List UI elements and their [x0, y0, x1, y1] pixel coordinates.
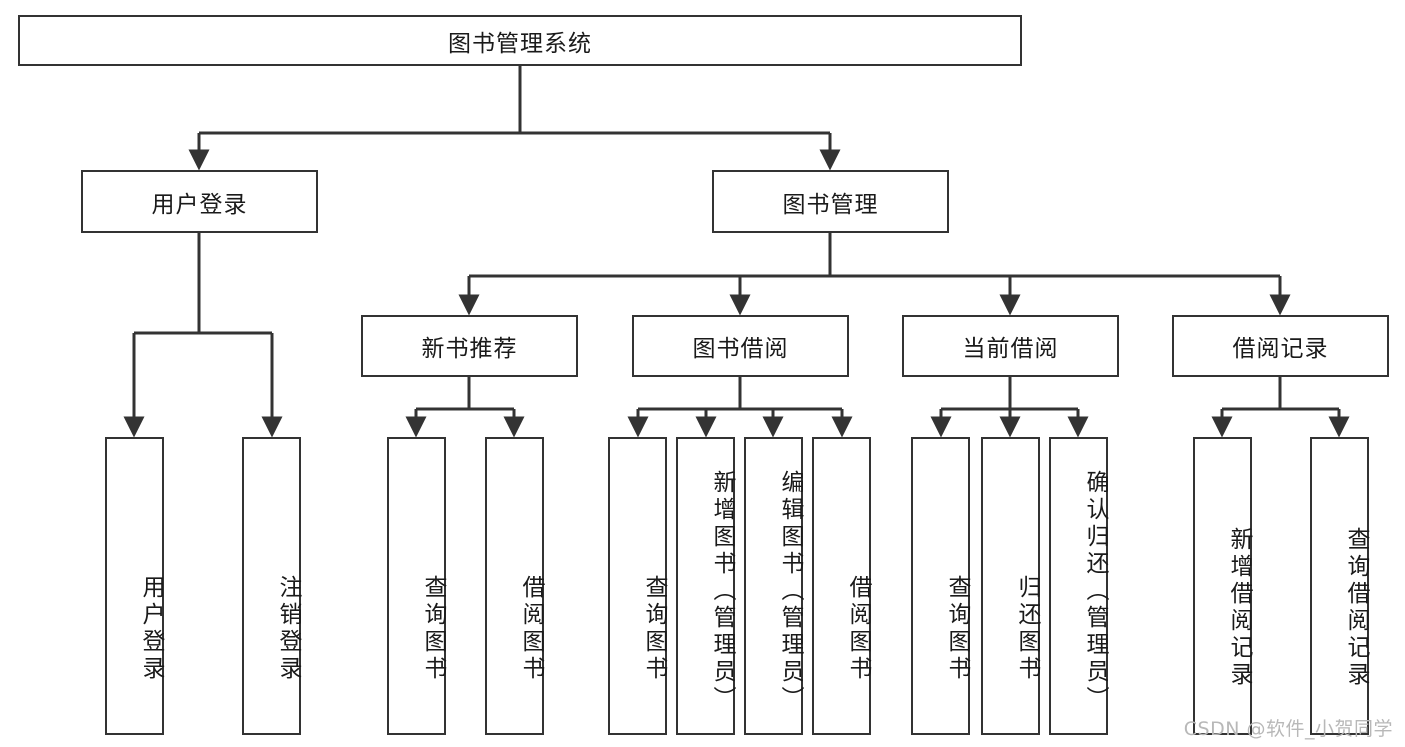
node-label: 图书管理系统 — [448, 30, 592, 57]
node-leaf-query-borrow-record[interactable]: 查询借阅记录 — [1310, 437, 1369, 735]
node-label: 查询图书 — [420, 575, 446, 683]
node-label: 查询借阅记录 — [1343, 527, 1369, 689]
node-leaf-return-book[interactable]: 归还图书 — [981, 437, 1040, 735]
node-label: 借阅图书 — [518, 575, 544, 683]
node-leaf-borrow-book-recommend[interactable]: 借阅图书 — [485, 437, 544, 735]
node-user-login[interactable]: 用户登录 — [81, 170, 318, 233]
node-label: 新增借阅记录 — [1226, 527, 1252, 689]
node-leaf-logout[interactable]: 注销登录 — [242, 437, 301, 735]
node-label: 归还图书 — [1014, 575, 1040, 683]
node-label: 用户登录 — [138, 575, 164, 683]
node-book-management[interactable]: 图书管理 — [712, 170, 949, 233]
node-label: 注销登录 — [275, 575, 301, 683]
node-root-book-management-system[interactable]: 图书管理系统 — [18, 15, 1022, 66]
node-leaf-query-book-recommend[interactable]: 查询图书 — [387, 437, 446, 735]
node-label: 借阅图书 — [845, 575, 871, 683]
node-label: 查询图书 — [641, 575, 667, 683]
node-label: 当前借阅 — [962, 336, 1059, 362]
node-leaf-add-borrow-record[interactable]: 新增借阅记录 — [1193, 437, 1252, 735]
node-label: 新增图书（管理员） — [709, 469, 735, 713]
node-leaf-user-login[interactable]: 用户登录 — [105, 437, 164, 735]
node-label: 确认归还（管理员） — [1082, 469, 1108, 713]
node-book-borrow[interactable]: 图书借阅 — [632, 315, 849, 377]
node-label: 图书借阅 — [692, 336, 789, 362]
node-leaf-query-book-current[interactable]: 查询图书 — [911, 437, 970, 735]
node-label: 新书推荐 — [421, 336, 518, 362]
node-leaf-confirm-return-admin[interactable]: 确认归还（管理员） — [1049, 437, 1108, 735]
node-current-borrow[interactable]: 当前借阅 — [902, 315, 1119, 377]
node-label: 编辑图书（管理员） — [777, 469, 803, 713]
node-leaf-borrow-book[interactable]: 借阅图书 — [812, 437, 871, 735]
node-label: 用户登录 — [151, 191, 248, 218]
node-borrow-record[interactable]: 借阅记录 — [1172, 315, 1389, 377]
node-label: 图书管理 — [782, 191, 879, 218]
node-label: 查询图书 — [944, 575, 970, 683]
node-leaf-query-book-borrow[interactable]: 查询图书 — [608, 437, 667, 735]
node-leaf-add-book-admin[interactable]: 新增图书（管理员） — [676, 437, 735, 735]
node-leaf-edit-book-admin[interactable]: 编辑图书（管理员） — [744, 437, 803, 735]
node-label: 借阅记录 — [1232, 336, 1329, 362]
node-new-book-recommend[interactable]: 新书推荐 — [361, 315, 578, 377]
